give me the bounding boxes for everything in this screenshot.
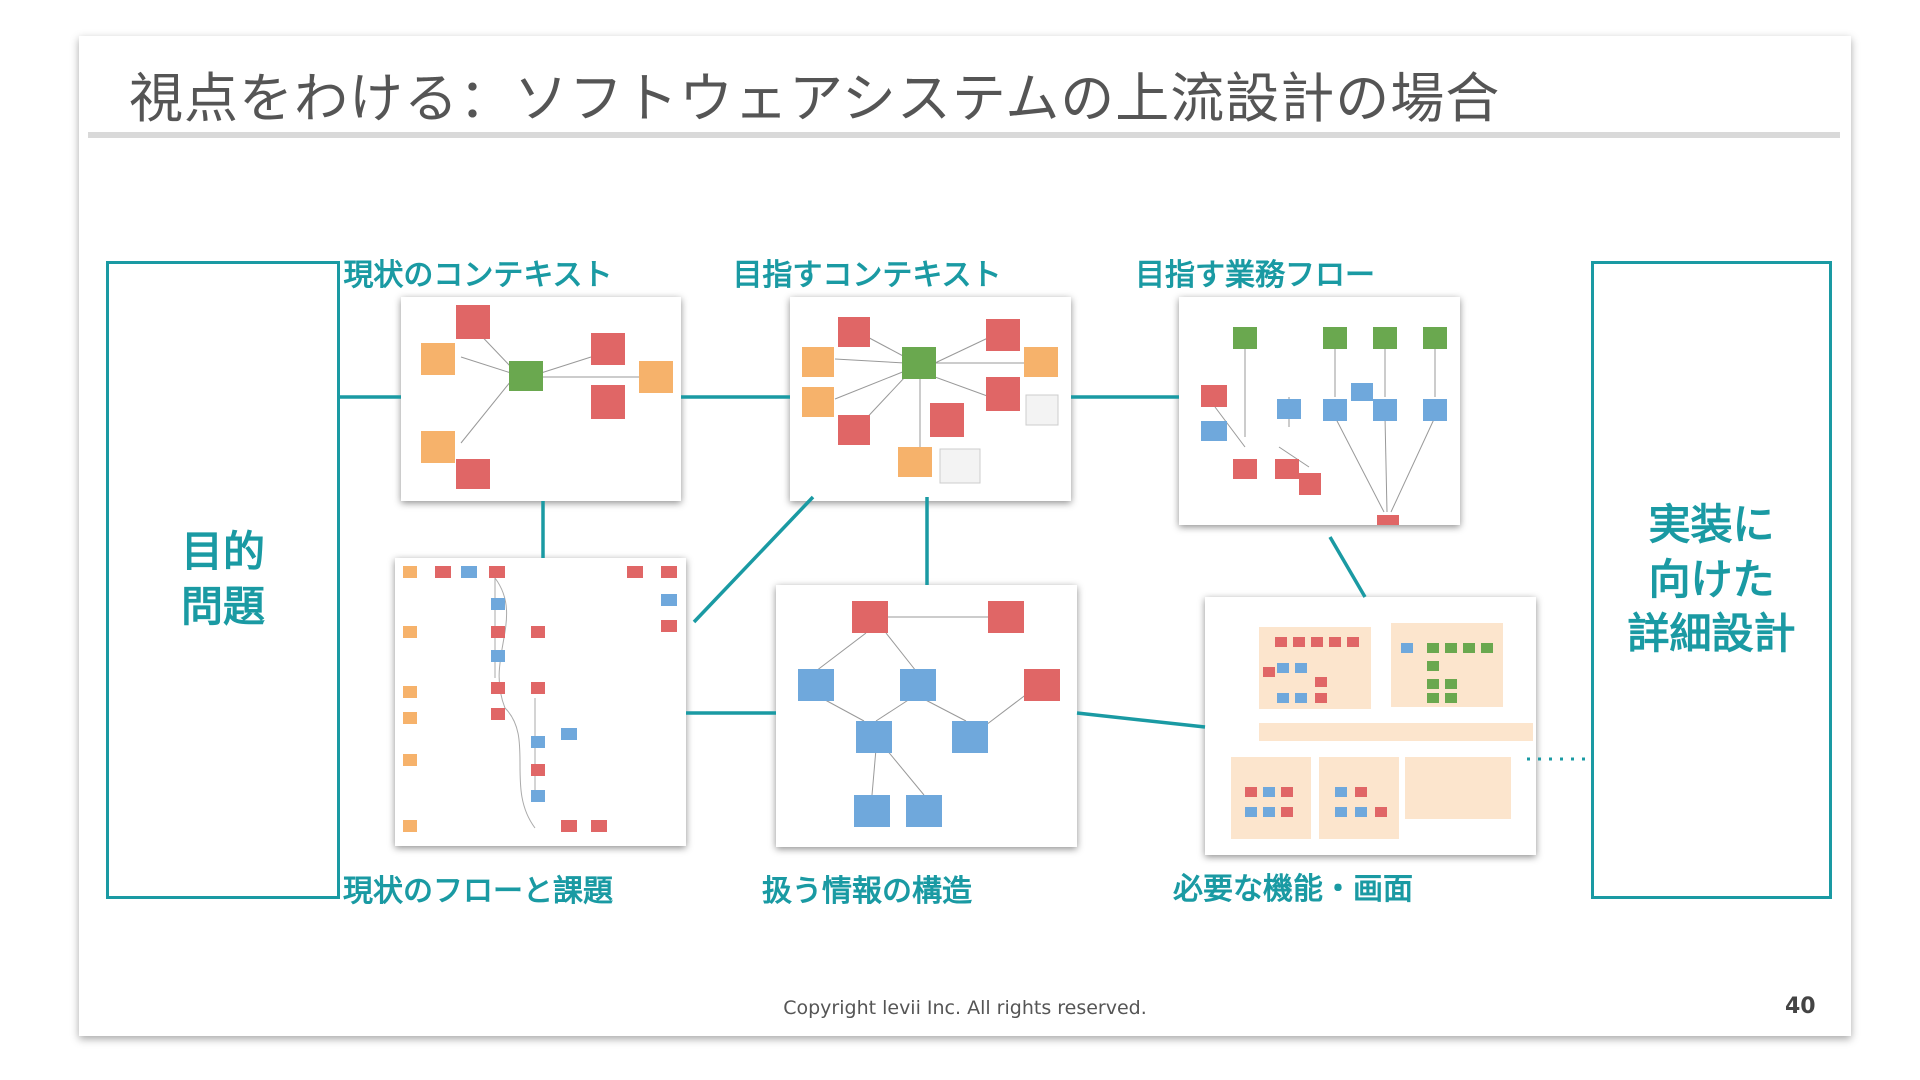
label-current-flow: 現状のフローと課題 <box>343 874 613 909</box>
thumb-current-context <box>401 297 681 501</box>
slide-title: 視点をわける：ソフトウェアシステムの上流設計の場合 <box>129 67 1501 130</box>
diagram-target-flow <box>1201 327 1447 525</box>
title-divider <box>88 132 1840 138</box>
label-target-context: 目指すコンテキスト <box>732 258 1002 293</box>
thumb-target-flow <box>1179 297 1460 525</box>
detailed-design-box: 実装に 向けた 詳細設計 <box>1591 261 1832 899</box>
diagram-current-flow <box>403 566 677 832</box>
label-target-flow: 目指す業務フロー <box>1135 258 1375 293</box>
diagram-features-screens <box>1231 623 1533 839</box>
slide: 視点をわける：ソフトウェアシステムの上流設計の場合 目的 問題 実装に 向けた … <box>79 36 1851 1036</box>
page-number: 40 <box>1785 994 1816 1019</box>
thumb-target-context <box>790 297 1071 501</box>
diagram-current-context <box>421 305 673 489</box>
diagram-target-context <box>802 317 1059 484</box>
thumb-current-flow <box>395 558 686 846</box>
label-info-structure: 扱う情報の構造 <box>762 874 972 909</box>
label-features-screens: 必要な機能・画面 <box>1173 872 1413 907</box>
label-current-context: 現状のコンテキスト <box>343 258 613 293</box>
thumb-info-structure <box>776 585 1077 847</box>
copyright-footer: Copyright levii Inc. All rights reserved… <box>783 997 1147 1019</box>
purpose-problem-box: 目的 問題 <box>106 261 340 899</box>
thumb-features-screens <box>1205 597 1536 855</box>
diagram-info-structure <box>798 601 1060 827</box>
